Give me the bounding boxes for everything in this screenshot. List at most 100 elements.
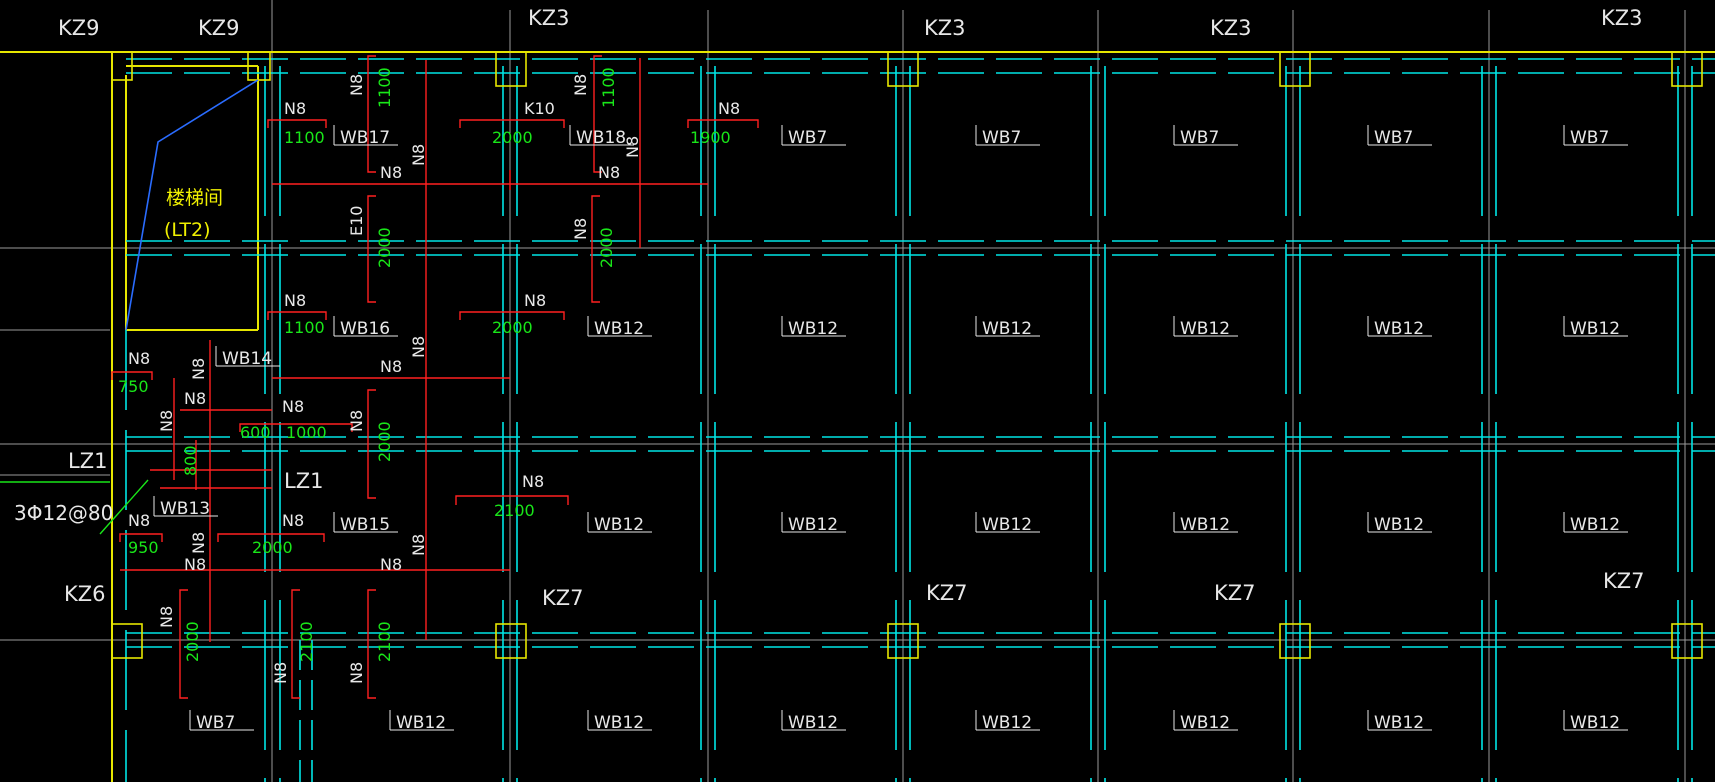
column-box [1279,51,1311,87]
rebar-length: 1900 [690,128,731,147]
rebar-code: N8 [409,144,428,166]
slab-label: WB12 [396,713,446,733]
column-label: KZ6 [64,582,106,606]
rebar-length: 2000 [375,421,394,462]
slab-label: WB7 [982,128,1021,148]
column-label: KZ3 [528,6,570,30]
slab-label: WB7 [196,713,235,733]
rebar-code: N8 [157,606,176,628]
rebar-code: N8 [189,358,208,380]
rebar-code: N8 [189,532,208,554]
rebar-code: N8 [282,511,304,530]
rebar-code: N8 [347,74,366,96]
rebar-length: 800 [181,445,200,476]
rebar-code: E10 [347,206,366,236]
rebar-note-leader [0,479,149,535]
column-label: KZ3 [1601,6,1643,30]
slab-label: WB12 [1180,515,1230,535]
slab-label: WB7 [1570,128,1609,148]
slab-label: WB15 [340,515,390,535]
slab-label: WB12 [982,319,1032,339]
rebar-code: N8 [718,99,740,118]
slab-label: WB12 [594,713,644,733]
slab-label: WB12 [1374,319,1424,339]
rebar-length: 1100 [599,67,618,108]
rebar-code: N8 [271,662,290,684]
slab-label: WB12 [788,515,838,535]
slab-label: WB12 [1570,319,1620,339]
rebar-lengths: 1100 2000 1900 1100 2000 750 600 1000 21… [118,67,731,662]
rebar-length: 950 [128,538,159,557]
column-box [111,623,143,659]
slab-label: WB12 [982,515,1032,535]
column-boxes [111,51,1703,659]
slab-label: WB12 [1180,319,1230,339]
slab-label: WB12 [1180,713,1230,733]
column-box [111,51,133,81]
rebar-code: N8 [347,662,366,684]
rebar-code: N8 [598,163,620,182]
rebar-length: 2100 [494,501,535,520]
rebar-length: 2000 [597,227,616,268]
rebar-code: N8 [623,136,642,158]
slab-label: WB12 [594,515,644,535]
rebar-code: N8 [571,74,590,96]
rebar-length: 2000 [492,128,533,147]
slab-label: WB17 [340,128,390,148]
slab-label: WB12 [1374,713,1424,733]
column-label: KZ7 [542,586,584,610]
stair-name: 楼梯间 [166,187,223,209]
stair-code: (LT2) [164,219,211,241]
rebar-code: N8 [380,555,402,574]
slab-label: WB12 [982,713,1032,733]
column-labels: KZ9 KZ9 KZ3 KZ3 KZ3 KZ3 KZ6 KZ7 KZ7 KZ7 … [58,6,1645,610]
column-box [495,51,527,87]
slab-label: WB18 [576,128,626,148]
slab-label: WB7 [788,128,827,148]
rebar-length: 750 [118,377,149,396]
rebar-code: N8 [347,410,366,432]
rebar-code: N8 [184,389,206,408]
column-label: KZ9 [198,16,240,40]
slab-label: WB7 [1374,128,1413,148]
column-label: KZ9 [58,16,100,40]
column-label: KZ3 [924,16,966,40]
rebar-note: 3Φ12@80 [14,501,113,525]
rebar-code: N8 [409,534,428,556]
rebar-code: N8 [128,511,150,530]
rebar-code: N8 [157,410,176,432]
beam-label-right: LZ1 [284,469,323,493]
column-label: KZ7 [1214,581,1256,605]
rebar-length: 2100 [375,621,394,662]
slab-label: WB13 [160,499,210,519]
slab-label: WB12 [788,713,838,733]
column-box [1671,623,1703,659]
rebar-code: N8 [284,99,306,118]
column-box [247,51,271,81]
rebar-length: 1100 [284,318,325,337]
rebar-length: 2000 [183,621,202,662]
slab-label: WB12 [1570,713,1620,733]
rebar-length: 1000 [286,423,327,442]
rebar-length: 2000 [252,538,293,557]
column-box [1279,623,1311,659]
rebar-code: N8 [524,291,546,310]
column-label: KZ7 [1603,569,1645,593]
stair-line [125,79,259,331]
rebar-length: 2000 [375,227,394,268]
rebar-code: N8 [184,555,206,574]
rebar-code: N8 [409,336,428,358]
column-box [887,623,919,659]
rebar-code: N8 [282,397,304,416]
rebar-length: 600 [240,423,271,442]
rebar-code: N8 [571,218,590,240]
rebar-length: 1100 [375,67,394,108]
slab-label: WB7 [1180,128,1219,148]
rebar-code: N8 [522,472,544,491]
slab-label: WB14 [222,349,272,369]
beam-label-left: LZ1 [68,449,107,473]
rebar-code: N8 [284,291,306,310]
rebar-code: N8 [380,163,402,182]
rebar-length: 2000 [492,318,533,337]
